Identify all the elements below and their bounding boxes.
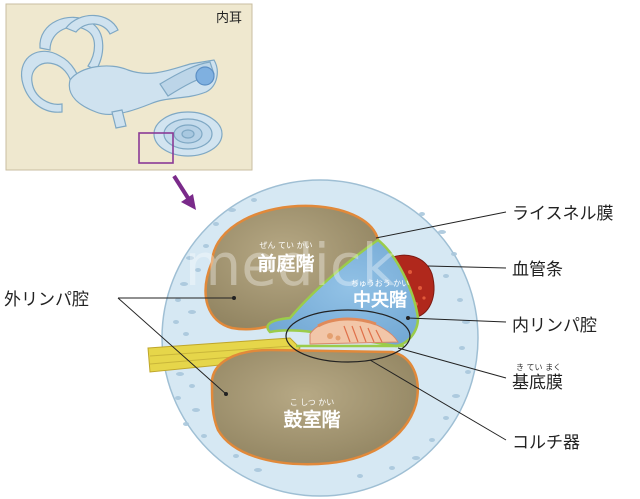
basilar-membrane-ruby: き てい まく bbox=[516, 363, 561, 372]
scala-tympani-ruby: こ しつ かい bbox=[290, 398, 335, 407]
inner-ear-inset: 内耳 bbox=[5, 3, 253, 171]
endolymph-space-label: 内リンパ腔 bbox=[512, 316, 597, 336]
scala-media-ruby: ちゅうおう かい bbox=[351, 279, 410, 288]
highlight-box bbox=[138, 132, 174, 164]
reissner-membrane-label: ライスネル膜 bbox=[512, 204, 614, 224]
basilar-membrane-label: 基底膜 bbox=[512, 373, 563, 393]
corti-highlight-ellipse bbox=[285, 309, 411, 363]
watermark: medick bbox=[185, 231, 396, 299]
stria-vascularis-label: 血管条 bbox=[512, 260, 563, 280]
inset-title: 内耳 bbox=[216, 10, 242, 26]
scala-tympani-label: 鼓室階 bbox=[283, 408, 340, 431]
leader-lines bbox=[117, 211, 507, 441]
organ-of-corti bbox=[309, 317, 399, 345]
inner-ear-illustration bbox=[20, 14, 223, 157]
scala-media bbox=[266, 238, 420, 348]
cochlea-cross-section: medick ぜん てい かい 前庭階 ちゅうおう かい 中央階 こ しつ かい… bbox=[147, 179, 479, 497]
scala-vestibuli-label: 前庭階 bbox=[257, 252, 314, 275]
pointer-arrow bbox=[172, 174, 196, 210]
bone-texture bbox=[167, 198, 471, 478]
perilymph-space-label: 外リンパ腔 bbox=[4, 290, 89, 310]
organ-of-corti-label: コルチ器 bbox=[512, 433, 580, 453]
scala-tympani bbox=[210, 348, 419, 466]
scala-vestibuli-ruby: ぜん てい かい bbox=[259, 241, 312, 250]
scala-media-label: 中央階 bbox=[353, 289, 407, 311]
